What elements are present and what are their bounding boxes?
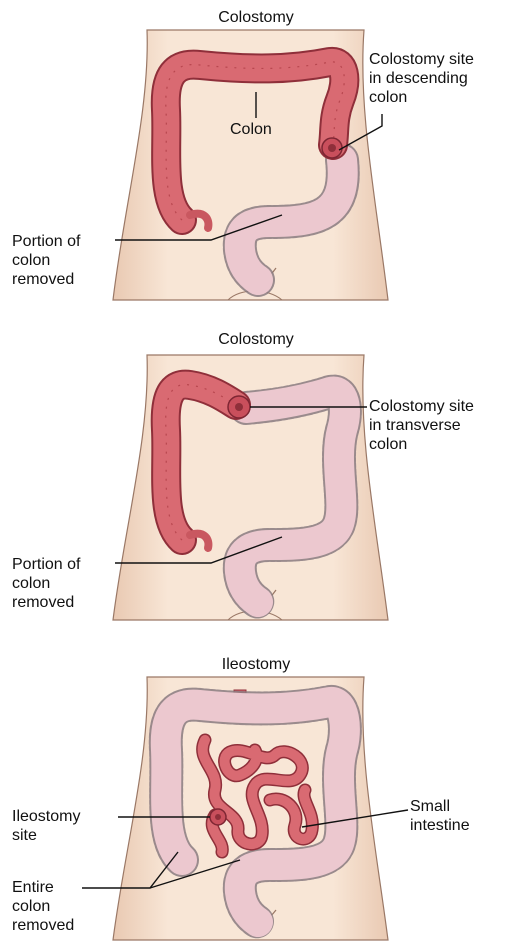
portion-removed-label-1: Portion of colon removed (12, 232, 80, 289)
colostomy-site-descending-label: Colostomy site in descending colon (369, 50, 474, 107)
panel-2-illustration (113, 355, 388, 620)
colostomy-site-transverse-label: Colostomy site in transverse colon (369, 397, 474, 454)
panel-3-illustration (113, 677, 388, 940)
small-intestine-label: Small intestine (410, 797, 470, 835)
panel-1-illustration (113, 30, 388, 300)
entire-colon-removed-label: Entire colon removed (12, 878, 74, 935)
portion-removed-label-2: Portion of colon removed (12, 555, 80, 612)
ileostomy-site-label: Ileostomy site (12, 807, 80, 845)
panel-2-title: Colostomy (190, 330, 322, 349)
colon-label: Colon (230, 120, 272, 139)
panel-3-title: Ileostomy (190, 655, 322, 674)
panel-1-title: Colostomy (190, 8, 322, 27)
